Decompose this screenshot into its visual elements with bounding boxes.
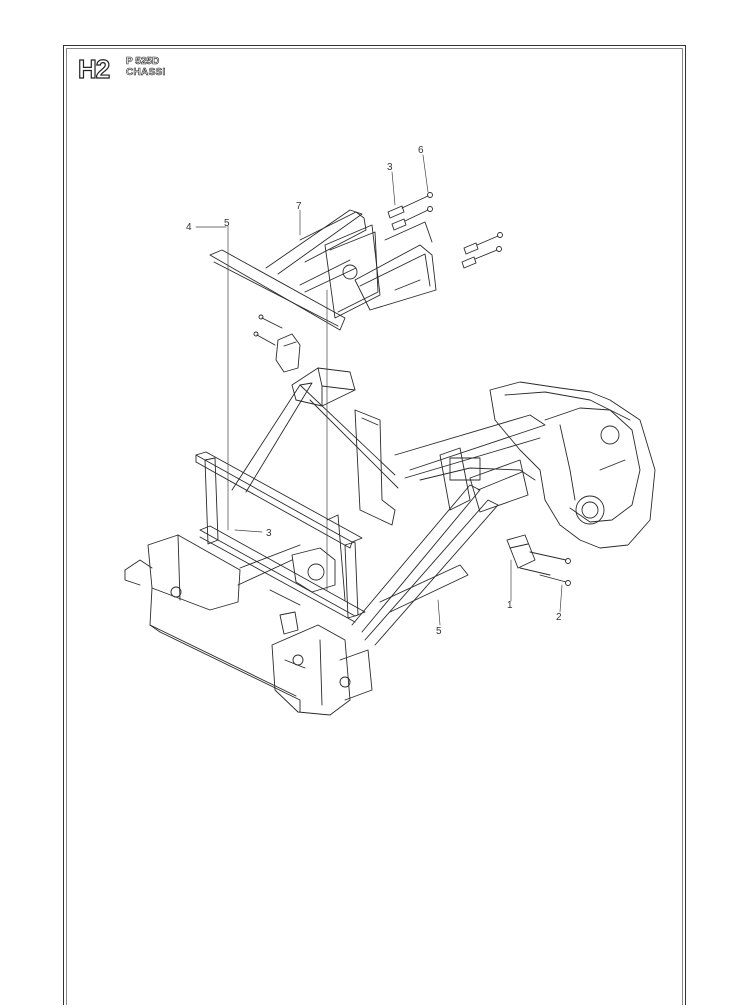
callout-4: 4 <box>186 222 192 233</box>
bolt-set <box>253 192 503 346</box>
clamp-bracket <box>275 333 301 373</box>
callout-2: 2 <box>556 612 562 623</box>
main-chassis-frame <box>124 367 656 716</box>
page-border-inner <box>66 48 683 1005</box>
callout-3-middle: 3 <box>266 528 272 539</box>
callout-labels: 1 2 3 3 4 5 5 6 7 <box>186 145 562 637</box>
callout-1: 1 <box>507 600 513 611</box>
page-border <box>63 45 686 1005</box>
upper-bracket-assembly <box>209 209 437 331</box>
model-name: P 525D <box>126 56 160 68</box>
callout-6: 6 <box>418 145 424 156</box>
section-title: CHASSI <box>126 67 166 79</box>
callout-5-bottom: 5 <box>436 626 442 637</box>
leader-lines <box>195 154 563 626</box>
section-code: H2 <box>77 54 110 84</box>
callout-7: 7 <box>296 201 302 212</box>
callout-3-top: 3 <box>387 162 393 173</box>
callout-5-top: 5 <box>224 218 230 229</box>
